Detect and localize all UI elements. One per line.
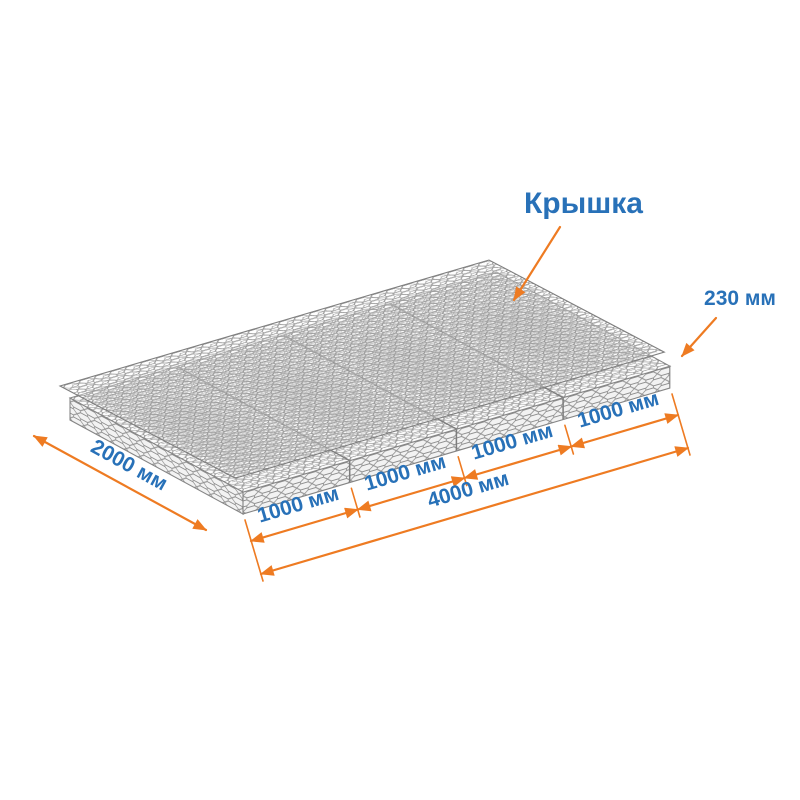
width-dimension-line (32, 434, 208, 532)
mattress-body (58, 259, 672, 515)
height-arrow (680, 316, 718, 358)
lid-pointer-arrow (512, 225, 562, 302)
height-label: 230 мм (704, 287, 776, 310)
lid-outline (58, 259, 666, 479)
total-length-dimension-line (259, 446, 690, 576)
ext-tick-right (671, 393, 691, 456)
lid-mesh-layer2 (68, 262, 659, 476)
mattress-lid (58, 259, 666, 479)
dimension-lines (32, 225, 718, 582)
segment-dimension-4 (570, 413, 680, 449)
lid-label: Крышка (524, 187, 643, 220)
